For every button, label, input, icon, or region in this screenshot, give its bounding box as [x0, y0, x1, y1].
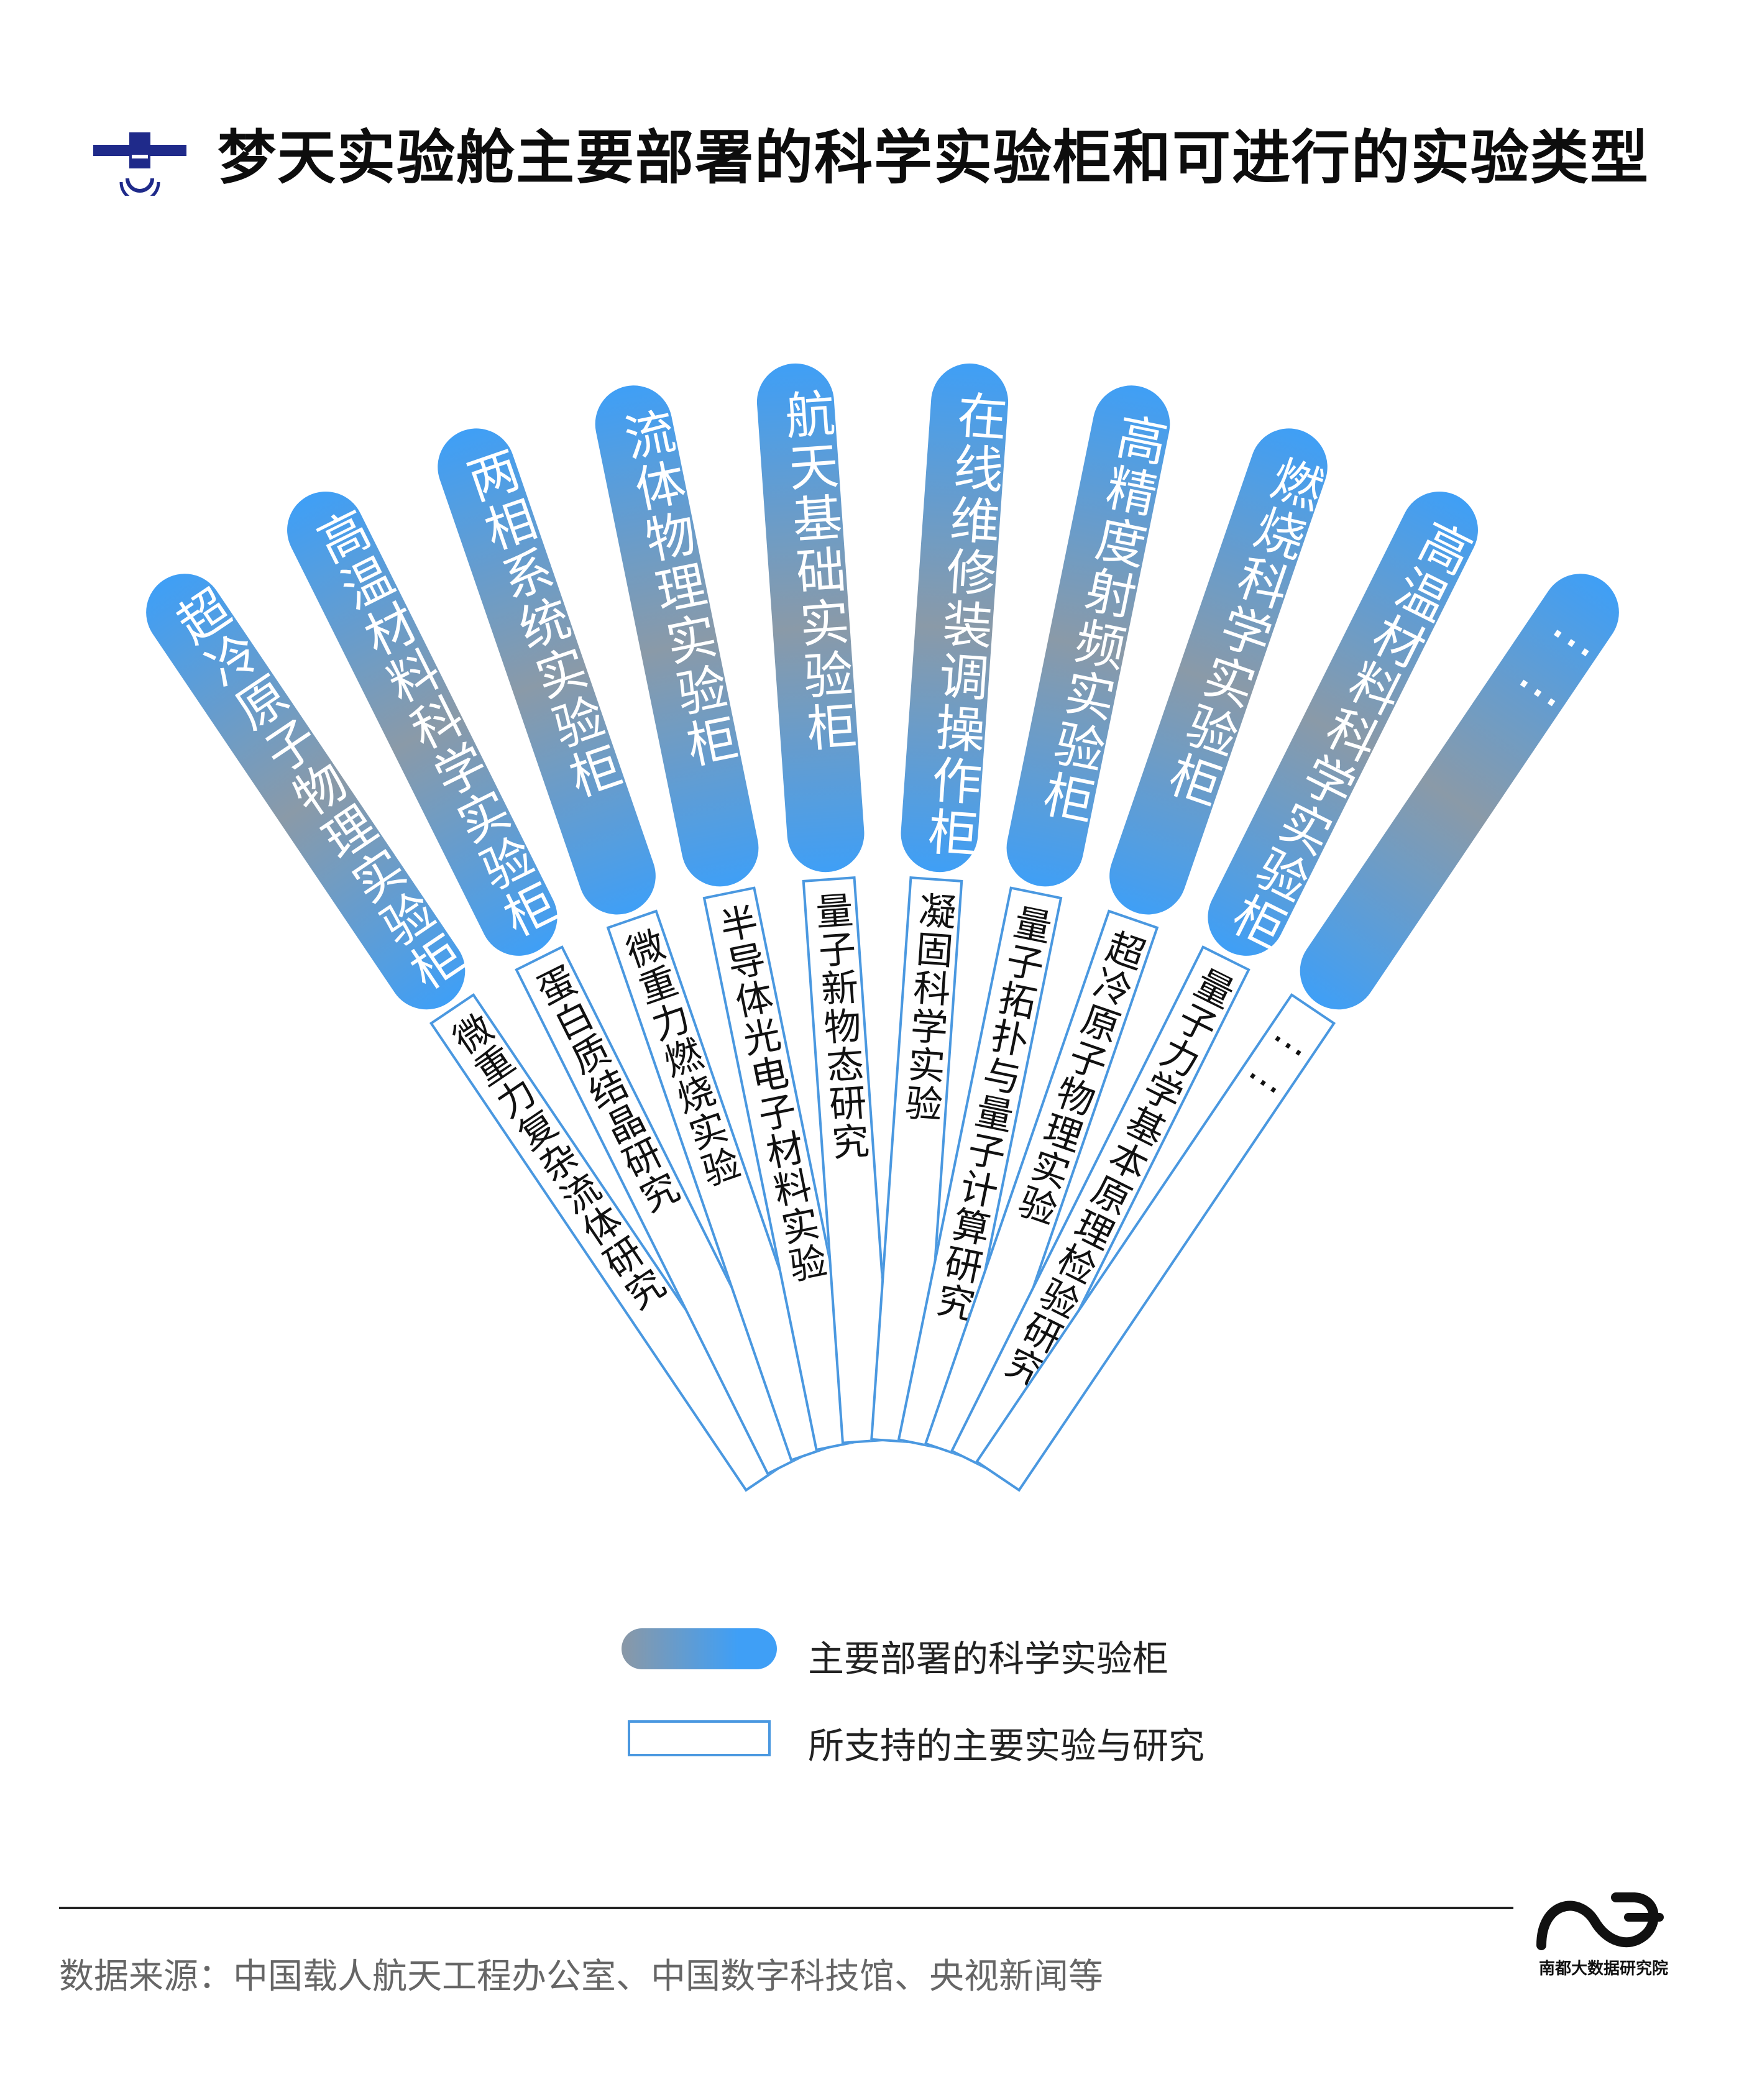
legend-experiment-swatch — [628, 1720, 771, 1756]
cabinet-name: 在线维修装调操作柜 — [918, 388, 1009, 861]
experiment-name: 凝固科学实验 — [897, 890, 957, 1124]
footer-divider — [59, 1907, 1513, 1909]
legend-cabinet-label: 主要部署的科学实验柜 — [808, 1638, 1169, 1680]
legend: 主要部署的科学实验柜 所支持的主要实验与研究 — [622, 1628, 1305, 1777]
cabinet-name: …… — [1503, 591, 1620, 724]
cabinet-name: 流体物理实验柜 — [612, 404, 742, 774]
cabinet-fan: 超冷原子物理实验柜微重力复杂流体研究高温材料科学实验柜蛋白质结晶研究两相系统实验… — [131, 360, 1634, 1492]
legend-cabinet-swatch — [622, 1628, 777, 1669]
nandu-wave-logo-icon: 南都大数据研究院 — [1535, 1886, 1672, 1979]
experiment-name: 量子新物态研究 — [808, 890, 871, 1163]
header: 梦天实验舱主要部署的科学实验柜和可进行的实验类型 — [93, 115, 1734, 203]
cabinet-pill: 航天基础实验柜 — [754, 360, 867, 875]
logo-text: 南都大数据研究院 — [1538, 1960, 1668, 1978]
satellite-icon — [93, 127, 186, 203]
cabinet-name: 航天基础实验柜 — [775, 387, 859, 756]
legend-experiment-label: 所支持的主要实验与研究 — [808, 1725, 1205, 1767]
experiment-name: …… — [1237, 1007, 1324, 1106]
cabinet-pill: 在线维修装调操作柜 — [898, 360, 1011, 875]
page-title: 梦天实验舱主要部署的科学实验柜和可进行的实验类型 — [218, 124, 1650, 192]
source-note: 数据来源：中国载人航天工程办公室、中国数字科技馆、央视新闻等 — [59, 1956, 1103, 1997]
